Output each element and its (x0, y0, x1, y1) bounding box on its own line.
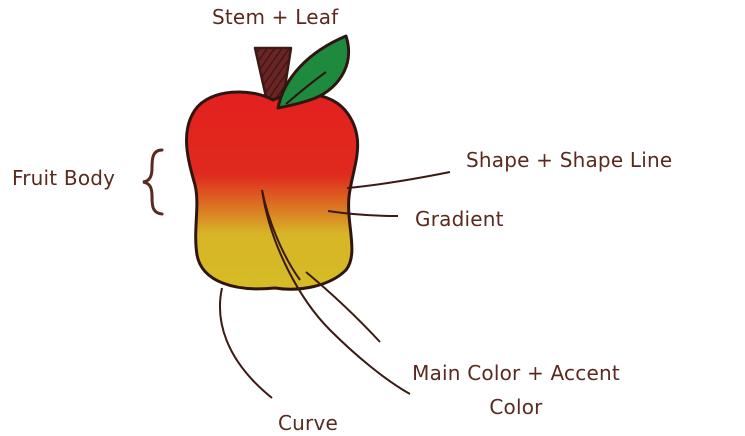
pointer-shape-line (346, 171, 451, 189)
leaf-vein (285, 71, 327, 105)
pointer-main-color (305, 271, 381, 343)
label-main-accent-color: Main Color + Accent Color (412, 361, 620, 419)
apple-leaf (276, 34, 351, 110)
label-curve: Curve (278, 411, 339, 435)
fruit-body-brace (142, 148, 164, 216)
pointer-gradient (327, 210, 399, 217)
fruit-body (185, 90, 360, 291)
label-stem-leaf: Stem + Leaf (212, 5, 339, 29)
label-fruit-body: Fruit Body (12, 166, 116, 190)
label-gradient: Gradient (415, 207, 504, 231)
label-shape-line: Shape + Shape Line (466, 148, 673, 172)
pointer-curve (219, 287, 273, 399)
pointer-accent-color (261, 189, 411, 395)
